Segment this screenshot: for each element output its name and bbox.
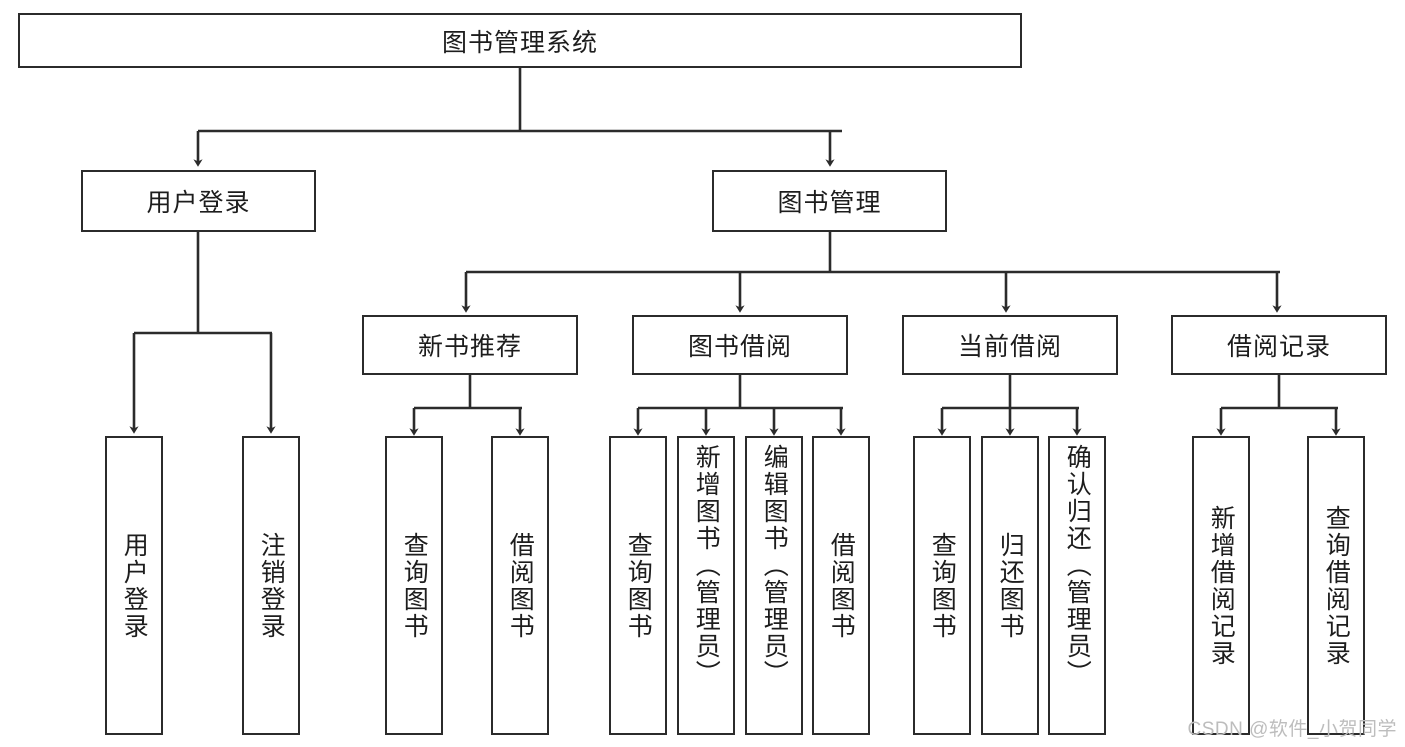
leaf-book-borrow-2-label: 编辑图书（管理员） <box>760 444 789 687</box>
csdn-watermark: CSDN @软件_小贺同学 <box>1187 719 1397 740</box>
node-book-borrow-label: 图书借阅 <box>687 333 792 361</box>
leaf-user-login-1[interactable]: 注销登录 <box>242 436 300 735</box>
node-book-management-label: 图书管理 <box>777 189 882 217</box>
leaf-book-borrow-0[interactable]: 查询图书 <box>609 436 667 735</box>
leaf-user-login-0[interactable]: 用户登录 <box>105 436 163 735</box>
leaf-book-borrow-0-label: 查询图书 <box>624 531 653 640</box>
leaf-current-borrow-0-label: 查询图书 <box>928 531 957 640</box>
leaf-new-book-0[interactable]: 查询图书 <box>385 436 443 735</box>
node-current-borrow-label: 当前借阅 <box>957 333 1062 361</box>
node-current-borrow[interactable]: 当前借阅 <box>902 315 1118 375</box>
leaf-borrow-record-0-label: 新增借阅记录 <box>1207 504 1236 667</box>
node-user-login-label: 用户登录 <box>146 189 251 217</box>
leaf-new-book-1[interactable]: 借阅图书 <box>491 436 549 735</box>
leaf-current-borrow-1-label: 归还图书 <box>996 531 1025 640</box>
leaf-current-borrow-1[interactable]: 归还图书 <box>981 436 1039 735</box>
leaf-current-borrow-0[interactable]: 查询图书 <box>913 436 971 735</box>
leaf-book-borrow-1[interactable]: 新增图书（管理员） <box>677 436 735 735</box>
leaf-borrow-record-1-label: 查询借阅记录 <box>1322 504 1351 667</box>
leaf-borrow-record-0[interactable]: 新增借阅记录 <box>1192 436 1250 735</box>
leaf-book-borrow-1-label: 新增图书（管理员） <box>692 444 721 687</box>
leaf-borrow-record-1[interactable]: 查询借阅记录 <box>1307 436 1365 735</box>
leaf-new-book-1-label: 借阅图书 <box>506 531 535 640</box>
leaf-book-borrow-3[interactable]: 借阅图书 <box>812 436 870 735</box>
leaf-user-login-1-label: 注销登录 <box>257 531 286 640</box>
leaf-book-borrow-3-label: 借阅图书 <box>827 531 856 640</box>
node-new-book-recommend-label: 新书推荐 <box>417 333 522 361</box>
leaf-current-borrow-2[interactable]: 确认归还（管理员） <box>1048 436 1106 735</box>
leaf-new-book-0-label: 查询图书 <box>400 531 429 640</box>
node-new-book-recommend[interactable]: 新书推荐 <box>362 315 578 375</box>
node-borrow-record[interactable]: 借阅记录 <box>1171 315 1387 375</box>
node-user-login[interactable]: 用户登录 <box>81 170 316 232</box>
node-book-borrow[interactable]: 图书借阅 <box>632 315 848 375</box>
node-borrow-record-label: 借阅记录 <box>1226 333 1331 361</box>
leaf-current-borrow-2-label: 确认归还（管理员） <box>1063 444 1092 687</box>
node-root-label: 图书管理系统 <box>441 28 598 57</box>
leaf-user-login-0-label: 用户登录 <box>120 531 149 640</box>
leaf-book-borrow-2[interactable]: 编辑图书（管理员） <box>745 436 803 735</box>
node-root-system[interactable]: 图书管理系统 <box>18 13 1022 68</box>
node-book-management[interactable]: 图书管理 <box>712 170 947 232</box>
